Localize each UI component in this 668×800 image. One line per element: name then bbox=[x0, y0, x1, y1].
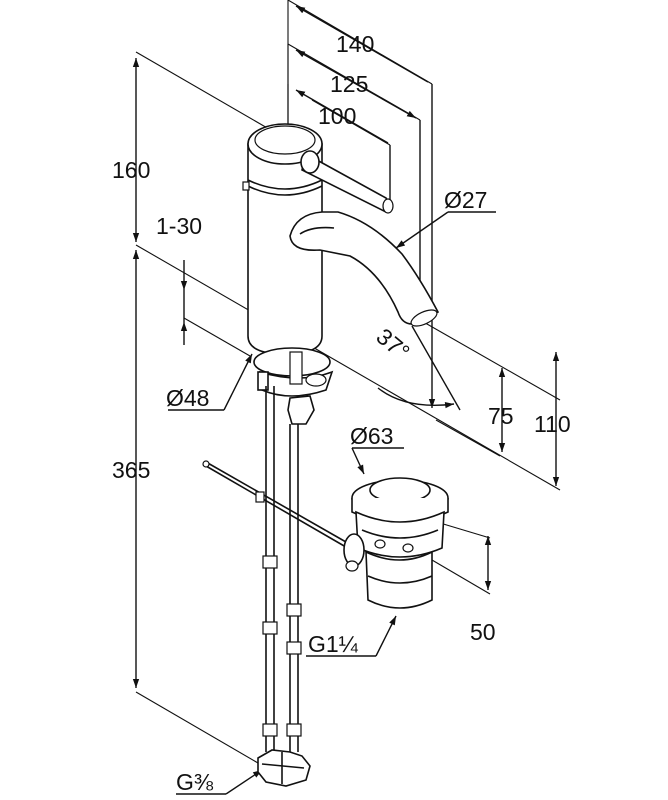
dim-48-label: Ø48 bbox=[166, 385, 209, 411]
dim-160-label: 160 bbox=[112, 157, 150, 183]
dim-63-label: Ø63 bbox=[350, 423, 393, 449]
dim-1-30-label: 1-30 bbox=[156, 213, 202, 239]
popup-waste bbox=[343, 477, 449, 609]
dim-100-label: 100 bbox=[318, 103, 356, 129]
dim-140-label: 140 bbox=[336, 31, 374, 57]
dimension-lines bbox=[132, 5, 560, 795]
dim-125-label: 125 bbox=[330, 71, 368, 97]
popup-rod bbox=[202, 460, 361, 555]
supply-hoses bbox=[257, 386, 311, 787]
dim-50-label: 50 bbox=[470, 619, 496, 645]
dimension-labels: 140 125 100 160 1-30 Ø27 37° Ø48 Ø63 75 … bbox=[112, 31, 571, 795]
thread-g1-1-4-label: G1¼ bbox=[308, 631, 359, 657]
dim-27-label: Ø27 bbox=[444, 187, 487, 213]
dim-75-label: 75 bbox=[488, 403, 514, 429]
dim-365-label: 365 bbox=[112, 457, 150, 483]
thread-g3-8-label: G⅜ bbox=[176, 769, 214, 795]
mixer-body bbox=[242, 123, 440, 355]
dim-110-label: 110 bbox=[534, 411, 571, 437]
mounting-base bbox=[253, 347, 334, 425]
dim-37-label: 37° bbox=[371, 323, 414, 365]
